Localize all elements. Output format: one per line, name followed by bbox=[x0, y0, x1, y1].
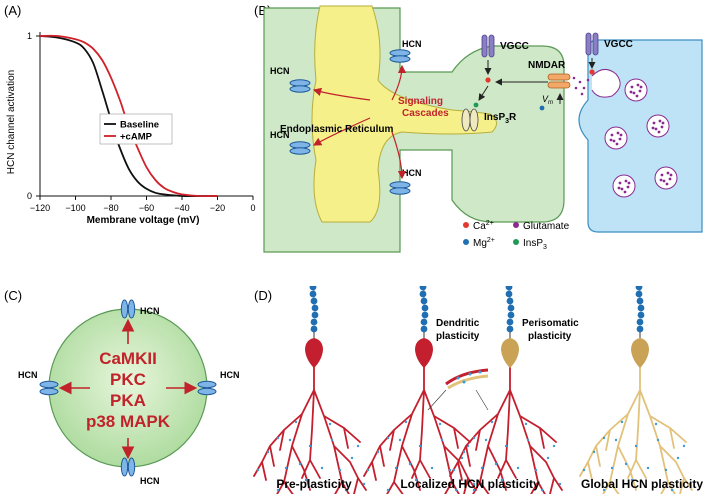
panel-c-label: (C) bbox=[4, 288, 22, 303]
x-tick-label: −40 bbox=[174, 203, 189, 213]
caption-global-plasticity: Global HCN plasticity bbox=[581, 477, 703, 491]
x-tick-label: −60 bbox=[139, 203, 154, 213]
x-tick-label: −100 bbox=[65, 203, 85, 213]
series-line-baseline bbox=[39, 35, 218, 198]
kinase-label: PKC bbox=[110, 370, 146, 389]
presynaptic-terminal bbox=[578, 39, 703, 233]
vgcc-label: VGCC bbox=[500, 41, 529, 52]
nmdar-channel-icon bbox=[547, 73, 571, 89]
caption-localized-plasticity: Localized HCN plasticity bbox=[400, 477, 540, 491]
dendrite-zoom-callout bbox=[427, 368, 489, 411]
signaling-cascades-label: Signaling bbox=[398, 96, 443, 107]
hcn-label: HCN bbox=[270, 66, 290, 76]
synaptic-vesicle bbox=[646, 114, 670, 138]
panel-b-diagram: (B) HCN HCN HCN HCN Signaling Cascades E… bbox=[254, 3, 703, 253]
synaptic-vesicle bbox=[654, 166, 678, 190]
svg-text:Ca2+: Ca2+ bbox=[473, 220, 494, 232]
y-tick-label: 0 bbox=[27, 191, 32, 201]
insp3r-channel-icon bbox=[461, 102, 479, 132]
kinase-label: CaMKII bbox=[99, 349, 157, 368]
panel-d-diagram: (D) Dendritic plasticity Perisomatic bbox=[253, 286, 703, 494]
x-tick-label: −120 bbox=[30, 203, 50, 213]
hcn-label: HCN bbox=[270, 130, 290, 140]
endoplasmic-reticulum bbox=[311, 5, 497, 223]
hcn-label: HCN bbox=[402, 168, 422, 178]
kinase-label: p38 MAPK bbox=[86, 412, 171, 431]
x-tick-label: −80 bbox=[103, 203, 118, 213]
hcn-label: HCN bbox=[140, 306, 160, 316]
x-tick-label: −20 bbox=[210, 203, 225, 213]
er-label: Endoplasmic Reticulum bbox=[280, 124, 393, 135]
insp3r-label: InsP3R bbox=[484, 112, 517, 125]
hcn-label: HCN bbox=[140, 476, 160, 486]
chart-legend: Baseline+cAMP bbox=[99, 113, 173, 145]
synaptic-vesicle bbox=[612, 174, 636, 198]
panel-a-chart: (A) HCN channel activation Membrane volt… bbox=[4, 3, 256, 226]
synaptic-vesicle bbox=[624, 78, 648, 102]
svg-text:InsP3: InsP3 bbox=[523, 238, 547, 251]
perisomatic-plasticity-label: plasticity bbox=[528, 331, 572, 342]
legend-label: +cAMP bbox=[120, 132, 153, 143]
kinase-arrows bbox=[58, 318, 198, 460]
kinase-label: PKA bbox=[110, 391, 146, 410]
y-axis-label: HCN channel activation bbox=[6, 70, 17, 175]
vm-label: Vm bbox=[542, 94, 553, 106]
hcn-label: HCN bbox=[402, 39, 422, 49]
signaling-arrows bbox=[312, 64, 407, 180]
nmdar-label: NMDAR bbox=[528, 60, 566, 71]
x-axis-label: Membrane voltage (mV) bbox=[87, 215, 200, 226]
legend-label: Baseline bbox=[120, 120, 159, 131]
panel-c-diagram: (C) HCN HCN HCN HCN CaMKII PKC PKA p38 M… bbox=[4, 288, 240, 486]
vgcc-label: VGCC bbox=[604, 39, 633, 50]
x-tick-label: 0 bbox=[250, 203, 255, 213]
svg-text:Mg2+: Mg2+ bbox=[473, 237, 495, 249]
legend-box bbox=[99, 113, 173, 145]
panel-a-label: (A) bbox=[4, 3, 21, 18]
neuron-pre-plasticity bbox=[253, 286, 367, 494]
perisomatic-plasticity-label: Perisomatic bbox=[522, 318, 579, 329]
ion-legend: Ca2+ Glutamate Mg2+ InsP3 bbox=[463, 220, 570, 251]
hcn-label: HCN bbox=[220, 370, 240, 380]
dendritic-plasticity-label: Dendritic bbox=[436, 318, 480, 329]
panel-d-label: (D) bbox=[254, 288, 272, 303]
calcium-arrows bbox=[478, 58, 596, 101]
y-tick-label: 1 bbox=[27, 31, 32, 41]
neuron-global-plasticity bbox=[579, 286, 693, 494]
synaptic-vesicle bbox=[604, 126, 628, 150]
hcn-label: HCN bbox=[18, 370, 38, 380]
chart-axes: −120 −100 −80 −60 −40 −20 0 0 1 bbox=[27, 31, 256, 213]
glutamate-release bbox=[572, 76, 590, 96]
caption-pre-plasticity: Pre-plasticity bbox=[276, 477, 352, 491]
svg-text:Glutamate: Glutamate bbox=[523, 221, 570, 232]
signaling-cascades-label: Cascades bbox=[402, 108, 449, 119]
dendritic-plasticity-label: plasticity bbox=[436, 331, 480, 342]
